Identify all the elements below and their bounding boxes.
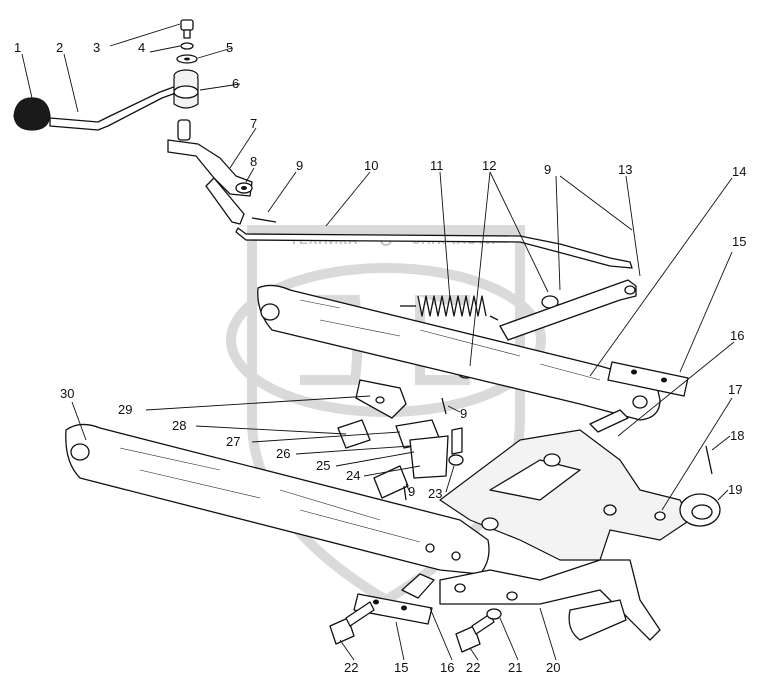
part-bolt-top	[180, 19, 194, 39]
part-link-cluster	[337, 379, 464, 501]
part-bolt-22a	[329, 601, 375, 645]
part-shaft-16a	[589, 409, 629, 433]
callout-23: 23	[428, 486, 442, 501]
callout-16-lower: 16	[440, 660, 454, 675]
callout-9-middle: 9	[460, 406, 467, 421]
callout-27: 27	[226, 434, 240, 449]
callout-9-lower: 9	[408, 484, 415, 499]
part-upper-arm	[257, 284, 661, 421]
callout-30: 30	[60, 386, 74, 401]
part-cotter-pin-9a	[251, 217, 277, 223]
callout-12: 12	[482, 158, 496, 173]
part-crank-arm	[167, 119, 253, 225]
callout-2: 2	[56, 40, 63, 55]
callout-11: 11	[430, 158, 444, 173]
part-bottom-bracket	[439, 559, 661, 641]
callout-28: 28	[172, 418, 186, 433]
callout-3: 3	[93, 40, 100, 55]
part-nut-top	[176, 54, 198, 64]
callout-20: 20	[546, 660, 560, 675]
callout-25: 25	[316, 458, 330, 473]
callout-4: 4	[138, 40, 145, 55]
callout-9-right: 9	[544, 162, 551, 177]
part-hub	[173, 69, 199, 109]
callout-5: 5	[226, 40, 233, 55]
part-washer-8	[235, 182, 253, 194]
callout-10: 10	[364, 158, 378, 173]
part-washer-top	[180, 42, 194, 50]
part-spring	[400, 295, 499, 321]
part-pin-18	[705, 445, 713, 475]
part-bracket-housing	[439, 429, 691, 561]
callout-18: 18	[730, 428, 744, 443]
callout-17: 17	[728, 382, 742, 397]
callout-8: 8	[250, 154, 257, 169]
part-lever-handle	[49, 83, 185, 131]
part-plate-15a	[607, 361, 689, 397]
callout-13: 13	[618, 162, 632, 177]
callout-21: 21	[508, 660, 522, 675]
part-lever-link	[499, 279, 637, 341]
leader-lines	[21, 23, 735, 661]
callout-19: 19	[728, 482, 742, 497]
callout-22-right: 22	[466, 660, 480, 675]
callout-16-upper: 16	[730, 328, 744, 343]
part-bolt-22b	[455, 613, 495, 653]
callout-22-left: 22	[344, 660, 358, 675]
callout-6: 6	[232, 76, 239, 91]
part-plate-15b	[353, 593, 433, 625]
part-rod	[235, 227, 633, 269]
callout-7: 7	[250, 116, 257, 131]
callout-29: 29	[118, 402, 132, 417]
callout-9-upper: 9	[296, 158, 303, 173]
callout-24: 24	[346, 468, 360, 483]
callout-14: 14	[732, 164, 746, 179]
callout-15-upper: 15	[732, 234, 746, 249]
callout-26: 26	[276, 446, 290, 461]
callout-1: 1	[14, 40, 21, 55]
part-shaft-16b	[401, 573, 435, 599]
callout-labels: 1 2 3 4 5 6 7 8 9 10 11 12 9 13 14 15 16…	[14, 40, 746, 675]
callout-15-lower: 15	[394, 660, 408, 675]
part-washer-21	[486, 608, 502, 620]
part-lower-arm	[65, 423, 490, 575]
part-knob	[13, 97, 51, 131]
part-washer-19	[679, 493, 721, 527]
